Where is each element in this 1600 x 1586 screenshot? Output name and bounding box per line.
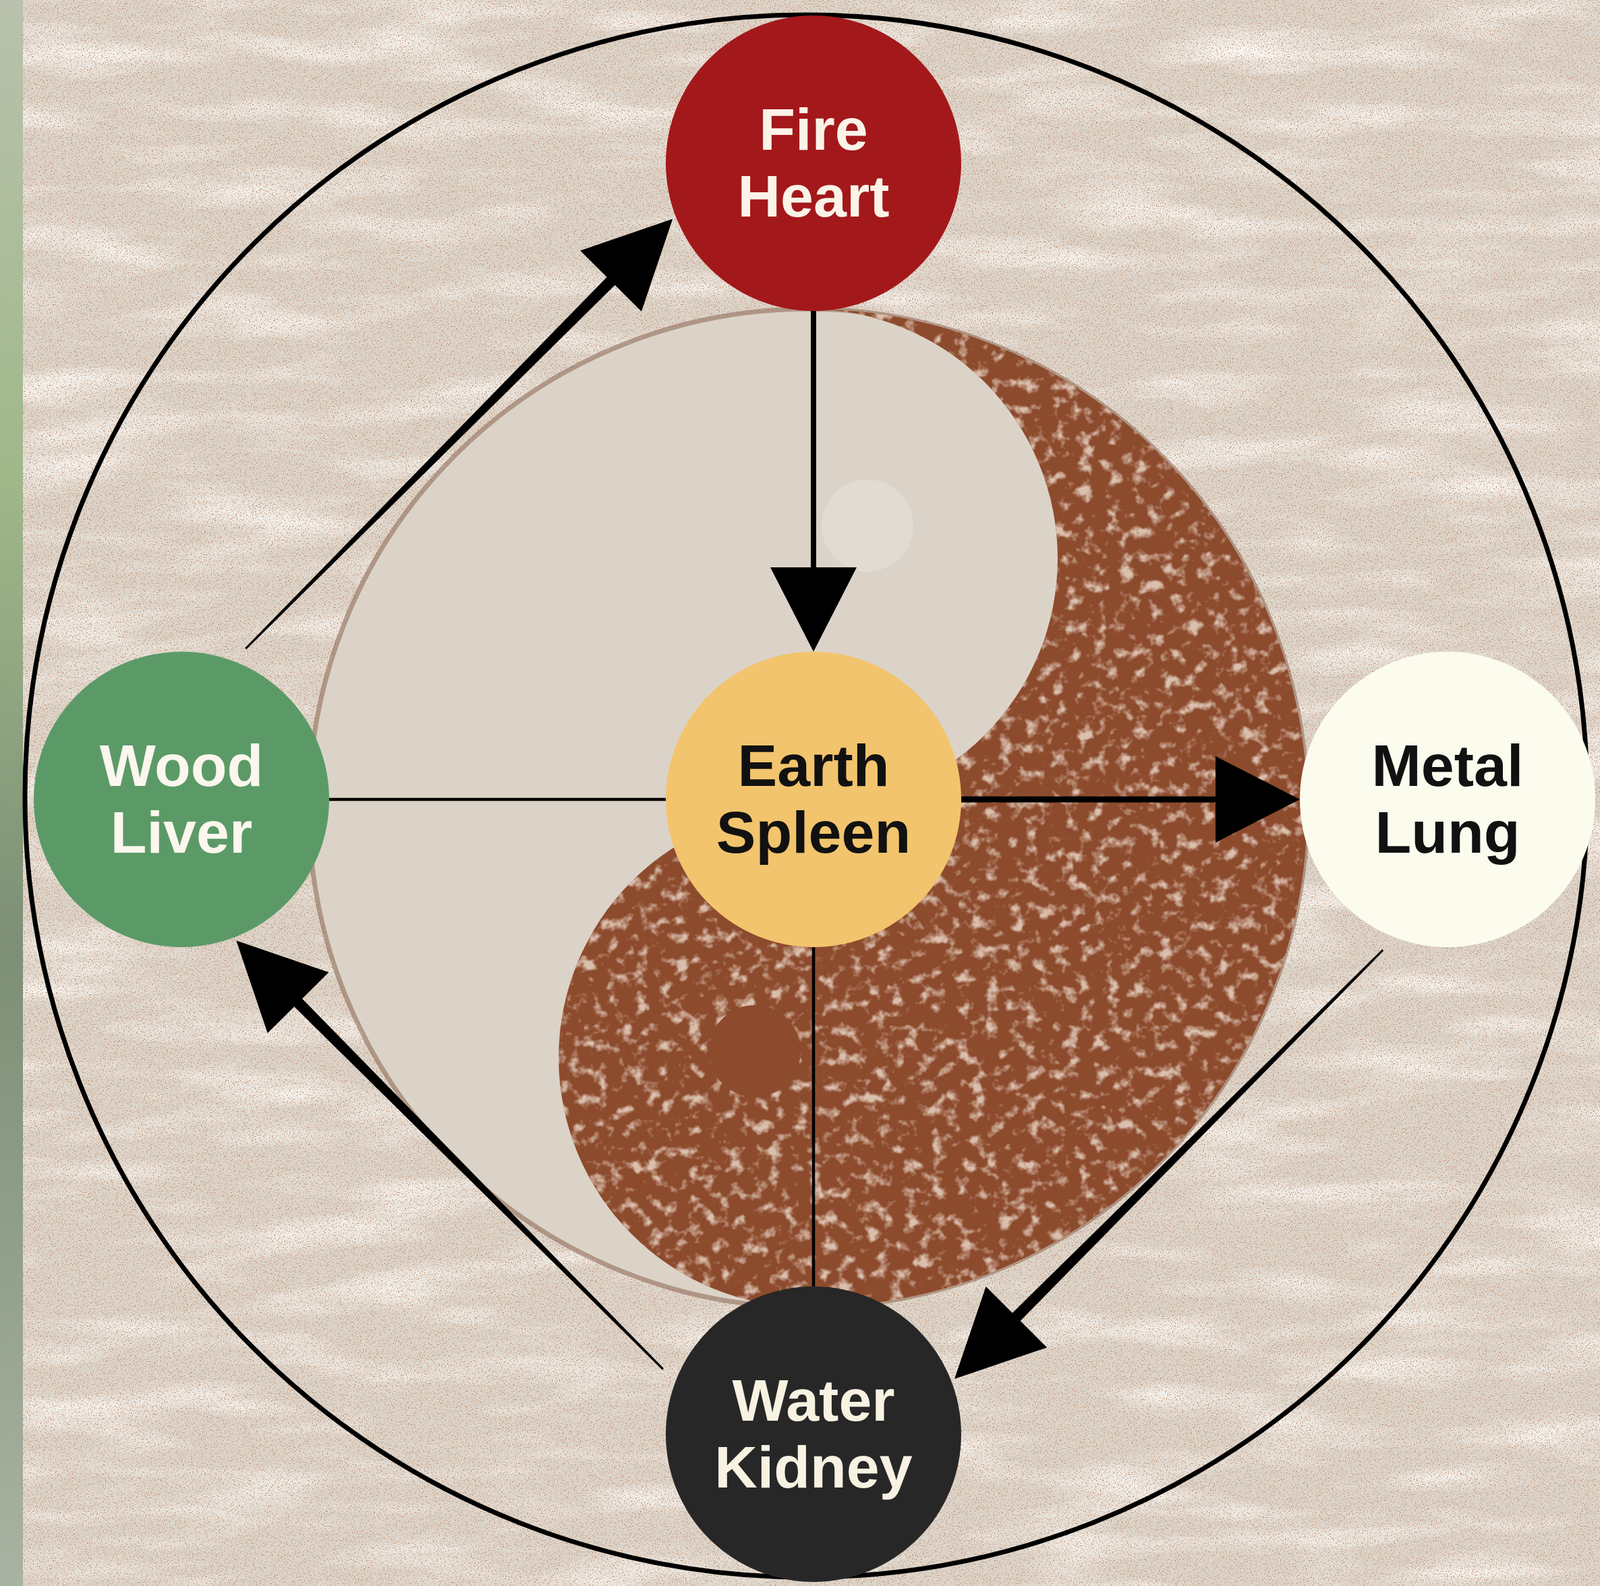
circle-fill [665,1286,962,1582]
circle-fill [33,651,330,948]
arrow-shaft [329,797,666,802]
text-stack: FireHeart [665,15,962,311]
metal-lung-circle: MetalLung [1299,651,1596,948]
element-name: Water [731,1367,895,1435]
connector-line [812,947,816,1287]
fire-heart-circle: FireHeart [665,15,962,311]
arrow-shaft [244,270,622,649]
organ-name: Lung [1374,799,1520,867]
yin-yang-symbol [308,308,1308,1308]
wood-liver-circle: WoodLiver [33,651,330,948]
text-stack: WoodLiver [33,651,330,948]
element-name: Fire [758,96,868,164]
arrow-head [236,940,329,1033]
element-name: Wood [99,732,264,800]
text-stack: MetalLung [1299,651,1596,948]
arrow-shaft [288,992,664,1370]
text-stack: WaterKidney [665,1286,962,1582]
arrow-shaft [1006,949,1385,1327]
arrow-head [580,218,673,311]
water-kidney-circle: WaterKidney [665,1286,962,1582]
earth-spleen-circle: EarthSpleen [665,651,962,948]
arrow-head [954,1286,1047,1379]
organ-name: Spleen [716,799,912,867]
arrow-shaft [961,796,1225,803]
circle-fill [665,651,962,948]
organ-name: Kidney [714,1434,912,1501]
element-name: Earth [737,732,890,800]
arrow-head [1215,756,1300,843]
left-photo-strip [0,0,23,1586]
arrow-shaft [810,310,817,577]
circle-fill [1299,651,1596,948]
flow-arrow [244,218,673,649]
organ-name: Heart [737,163,890,231]
arrow-shaft [812,947,816,1287]
connector-line [329,797,666,802]
arrow-head [770,567,857,652]
flow-arrow [236,940,664,1370]
organ-name: Liver [110,799,253,867]
circle-fill [665,15,962,311]
flow-arrow [770,310,857,652]
flow-arrow [961,756,1300,843]
element-name: Metal [1372,732,1524,800]
text-stack: EarthSpleen [665,651,962,948]
flow-arrow [954,949,1384,1379]
